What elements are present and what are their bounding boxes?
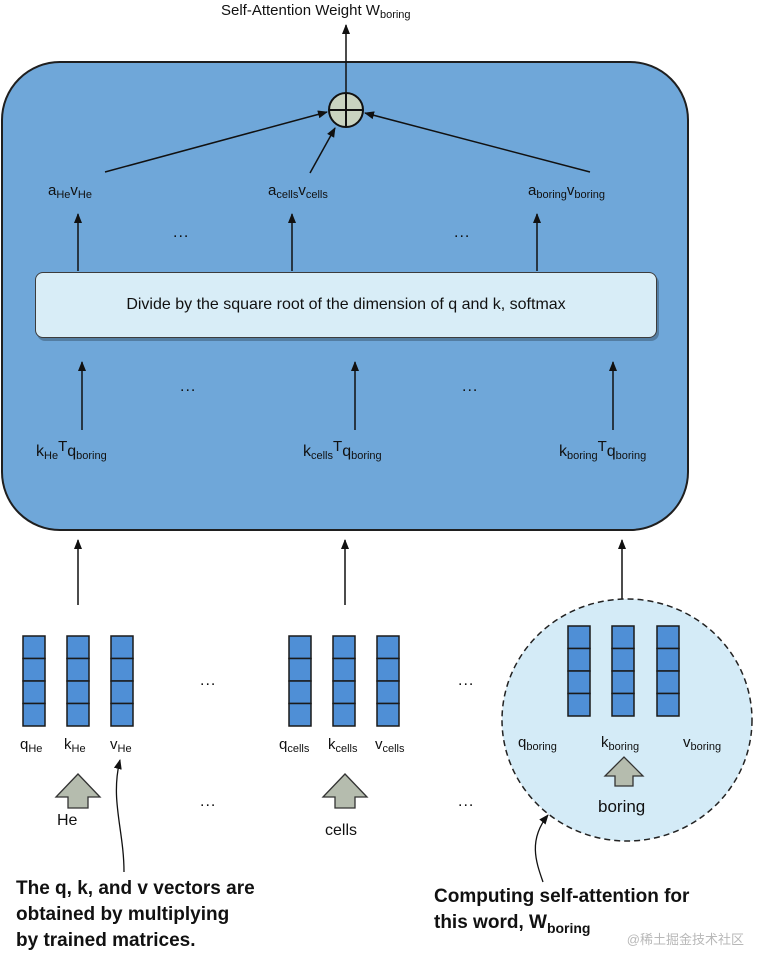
vector-v-cells [376, 635, 400, 727]
vector-cell [288, 680, 312, 705]
vector-cell [656, 692, 680, 717]
note-right: Computing self-attention for this word, … [434, 884, 689, 941]
kq-label-boring: kboringTqboring [559, 438, 647, 462]
vector-cell [611, 692, 635, 717]
vector-cell [22, 680, 46, 705]
kq-label-he: kHeTqboring [36, 438, 107, 462]
note-left-line-3: by trained matrices. [16, 930, 196, 951]
ellipsis-words-1: ... [200, 793, 217, 810]
vector-cell [22, 635, 46, 660]
callout-curve-left [113, 759, 125, 873]
vector-cell [332, 657, 356, 682]
vector-cell [376, 635, 400, 660]
callout-curve-right [534, 814, 549, 883]
ellipsis-words-2: ... [458, 793, 475, 810]
note-right-line-1: Computing self-attention for [434, 886, 690, 907]
vector-cell [376, 657, 400, 682]
vector-label-k-boring: kboring [601, 734, 640, 753]
vector-cell [376, 702, 400, 727]
vector-cell [332, 702, 356, 727]
up-arrow-boring [603, 756, 645, 787]
vector-cell [110, 680, 134, 705]
vector-q-boring [567, 625, 591, 717]
vector-cell [66, 680, 90, 705]
vector-stacks [22, 625, 680, 727]
up-arrow-he [54, 773, 102, 809]
vector-v-he [110, 635, 134, 727]
ellipsis-vectors-1: ... [200, 672, 217, 689]
softmax-box: Divide by the square root of the dimensi… [35, 272, 657, 338]
arrow-av-cells-to-sum [309, 127, 336, 174]
vector-cell [110, 702, 134, 727]
vector-cell [66, 657, 90, 682]
vector-cell [567, 670, 591, 695]
vector-cell [332, 680, 356, 705]
vector-cell [611, 647, 635, 672]
sum-circle [328, 92, 364, 128]
ellipsis-kq-2: ... [462, 378, 479, 395]
softmax-text: Divide by the square root of the dimensi… [126, 296, 566, 313]
note-left-line-2: obtained by multiplying [16, 904, 230, 925]
note-right-line-2: this word, Wboring [434, 912, 591, 936]
vector-label-v-boring: vboring [683, 734, 722, 753]
vector-cell [110, 657, 134, 682]
vector-cell [376, 680, 400, 705]
vector-cell [22, 702, 46, 727]
boring-focus-circle [501, 598, 753, 842]
ellipsis-av-2: ... [454, 224, 471, 241]
vector-k-cells [332, 635, 356, 727]
vector-label-k-cells: kcells [328, 736, 358, 755]
ellipsis-kq-1: ... [180, 378, 197, 395]
vector-k-he [66, 635, 90, 727]
vector-cell [66, 635, 90, 660]
vector-cell [288, 635, 312, 660]
vector-cell [288, 702, 312, 727]
av-label-cells: acellsvcells [268, 182, 328, 201]
vector-cell [611, 625, 635, 650]
vector-cell [656, 670, 680, 695]
vector-label-q-he: qHe [20, 736, 43, 755]
vector-q-he [22, 635, 46, 727]
vector-label-q-cells: qcells [279, 736, 310, 755]
ellipsis-av-1: ... [173, 224, 190, 241]
vector-label-q-boring: qboring [518, 734, 557, 753]
vector-cell [567, 625, 591, 650]
vector-cell [567, 692, 591, 717]
vector-cell [567, 647, 591, 672]
note-left: The q, k, and v vectors are obtained by … [16, 876, 255, 954]
word-cells: cells [325, 822, 358, 839]
vector-cell [656, 647, 680, 672]
arrow-av-boring-to-sum [364, 111, 591, 173]
vector-cell [288, 657, 312, 682]
av-label-he: aHevHe [48, 182, 92, 201]
watermark: @稀土掘金技术社区 [626, 932, 744, 947]
vector-cell [332, 635, 356, 660]
vector-label-k-he: kHe [64, 736, 86, 755]
vector-v-boring [656, 625, 680, 717]
arrow-av-he-to-sum [104, 110, 328, 173]
diagram-title: Self-Attention Weight Wboring [221, 2, 411, 21]
note-left-line-1: The q, k, and v vectors are [16, 878, 255, 899]
vector-label-v-cells: vcells [375, 736, 405, 755]
vector-cell [656, 625, 680, 650]
ellipsis-vectors-2: ... [458, 672, 475, 689]
vector-label-v-he: vHe [110, 736, 132, 755]
word-boring: boring [598, 797, 646, 816]
kq-label-cells: kcellsTqboring [303, 438, 382, 462]
av-label-boring: aboringvboring [528, 182, 605, 201]
up-arrow-cells [321, 773, 369, 809]
vector-cell [22, 657, 46, 682]
vector-cell [611, 670, 635, 695]
vector-cell [110, 635, 134, 660]
vector-cell [66, 702, 90, 727]
vector-k-boring [611, 625, 635, 717]
vector-q-cells [288, 635, 312, 727]
word-he: He [57, 812, 78, 829]
